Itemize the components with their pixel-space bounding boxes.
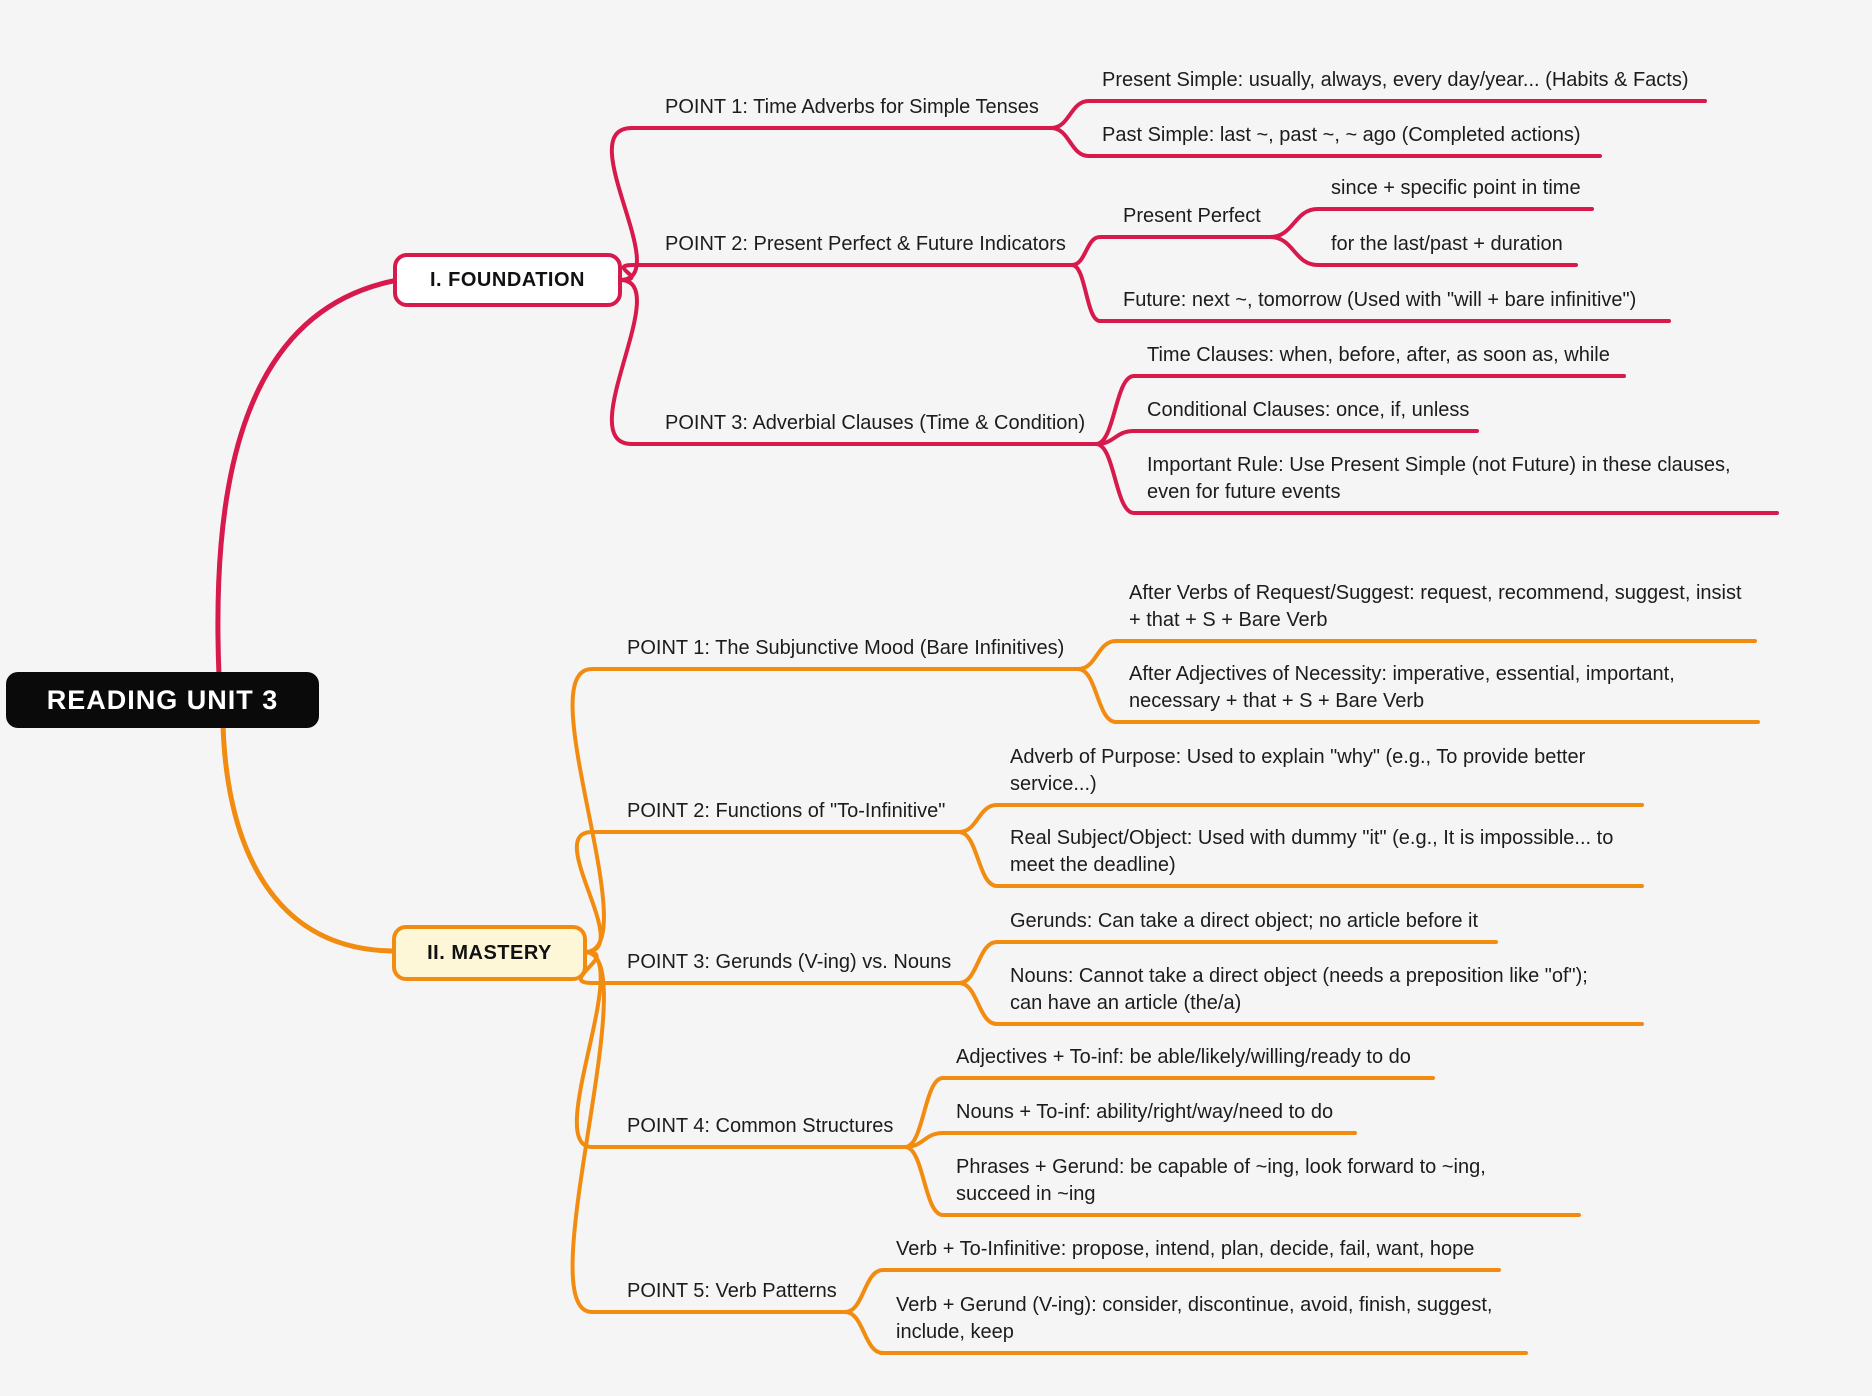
edge-mpoint1-after-verbs: [1076, 639, 1757, 671]
leaf-nouns-toinf[interactable]: Nouns + To-inf: ability/right/way/need t…: [956, 1101, 1334, 1123]
edge-mpoint1-after-adjectives: [1076, 667, 1760, 724]
branch-node-foundation[interactable]: I. FOUNDATION: [393, 253, 622, 307]
leaf-future[interactable]: Future: next ~, tomorrow (Used with "wil…: [1123, 289, 1637, 311]
leaf-phrases-gerund[interactable]: Phrases + Gerund: be capable of ~ing, lo…: [956, 1156, 1486, 1205]
edge-foundation-point1: [609, 126, 1053, 282]
branch-node-mastery[interactable]: II. MASTERY: [392, 925, 587, 981]
leaf-after-verbs[interactable]: After Verbs of Request/Suggest: request,…: [1129, 582, 1742, 631]
edge-mastery-point5: [570, 950, 847, 1314]
leaf-verb-toinf[interactable]: Verb + To-Infinitive: propose, intend, p…: [896, 1238, 1475, 1260]
foundation-point2-label[interactable]: POINT 2: Present Perfect & Future Indica…: [665, 233, 1066, 255]
foundation-point1-label[interactable]: POINT 1: Time Adverbs for Simple Tenses: [665, 96, 1039, 118]
edge-root-mastery: [220, 721, 395, 954]
edge-point3-time-clauses: [1094, 374, 1626, 446]
edge-mpoint2-adverb-purpose: [957, 803, 1644, 834]
edge-point2-future: [1070, 263, 1671, 323]
leaf-verb-gerund[interactable]: Verb + Gerund (V-ing): consider, discont…: [896, 1294, 1493, 1343]
edge-point3-important-rule: [1094, 442, 1779, 515]
edge-root-foundation: [215, 278, 396, 679]
leaf-time-clauses[interactable]: Time Clauses: when, before, after, as so…: [1147, 344, 1610, 366]
foundation-point3-label[interactable]: POINT 3: Adverbial Clauses (Time & Condi…: [665, 412, 1086, 434]
edge-mpoint4-nouns-toinf: [903, 1131, 1357, 1149]
edge-mpoint3-gerunds: [957, 940, 1498, 985]
leaf-adjectives-toinf[interactable]: Adjectives + To-inf: be able/likely/will…: [956, 1046, 1411, 1068]
leaf-present-simple[interactable]: Present Simple: usually, always, every d…: [1102, 69, 1689, 91]
edge-foundation-point3: [609, 278, 1098, 446]
node-present-perfect[interactable]: Present Perfect: [1123, 205, 1261, 227]
edge-foundation-point2: [618, 263, 1074, 282]
mastery-point3-label[interactable]: POINT 3: Gerunds (V-ing) vs. Nouns: [627, 951, 952, 973]
leaf-for-duration[interactable]: for the last/past + duration: [1331, 233, 1563, 255]
edge-mastery-point2: [574, 830, 961, 954]
edge-present-perfect-for: [1268, 235, 1578, 267]
mastery-point1-label[interactable]: POINT 1: The Subjunctive Mood (Bare Infi…: [627, 637, 1065, 659]
edge-point1-past-simple: [1049, 126, 1602, 158]
edge-point2-present-perfect: [1070, 235, 1272, 267]
root-node[interactable]: READING UNIT 3: [6, 672, 319, 728]
edge-mpoint5-verb-gerund: [843, 1310, 1528, 1355]
leaf-after-adjectives[interactable]: After Adjectives of Necessity: imperativ…: [1129, 663, 1675, 712]
leaf-conditional-clauses[interactable]: Conditional Clauses: once, if, unless: [1147, 399, 1470, 421]
leaf-gerunds[interactable]: Gerunds: Can take a direct object; no ar…: [1010, 910, 1479, 932]
edge-mpoint4-phrases-gerund: [903, 1145, 1581, 1217]
edge-mpoint4-adjectives-toinf: [903, 1076, 1435, 1149]
leaf-nouns[interactable]: Nouns: Cannot take a direct object (need…: [1010, 965, 1588, 1014]
mastery-point5-label[interactable]: POINT 5: Verb Patterns: [627, 1280, 837, 1302]
edge-mpoint5-verb-toinf: [843, 1268, 1501, 1314]
leaf-past-simple[interactable]: Past Simple: last ~, past ~, ~ ago (Comp…: [1102, 124, 1581, 146]
leaf-real-subject-object[interactable]: Real Subject/Object: Used with dummy "it…: [1010, 827, 1614, 876]
edge-mpoint2-real-subject: [957, 830, 1644, 888]
edge-mpoint3-nouns: [957, 981, 1644, 1026]
mastery-point4-label[interactable]: POINT 4: Common Structures: [627, 1115, 894, 1137]
leaf-since[interactable]: since + specific point in time: [1331, 177, 1581, 199]
leaf-important-rule[interactable]: Important Rule: Use Present Simple (not …: [1147, 454, 1731, 503]
leaf-adverb-of-purpose[interactable]: Adverb of Purpose: Used to explain "why"…: [1010, 746, 1586, 795]
edge-point3-conditional: [1094, 429, 1479, 446]
mastery-point2-label[interactable]: POINT 2: Functions of "To-Infinitive": [627, 800, 946, 822]
